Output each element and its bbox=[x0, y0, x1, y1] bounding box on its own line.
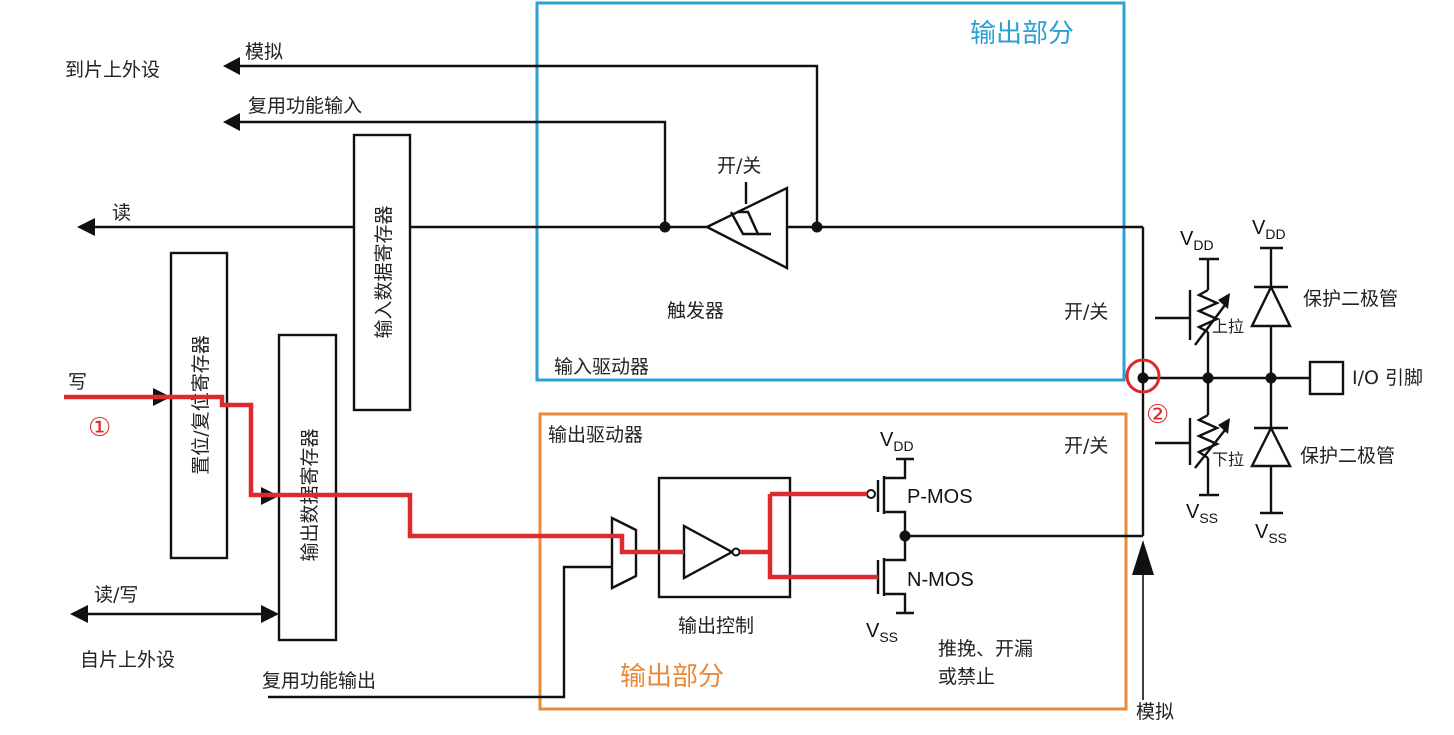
analog-bottom-label: 模拟 bbox=[1136, 701, 1174, 723]
pmos-drain-wire bbox=[884, 459, 907, 480]
arrow-icon bbox=[1218, 418, 1230, 434]
set-reset-register bbox=[169, 251, 229, 560]
diode-vss-label: VSS bbox=[1255, 521, 1287, 546]
read-write-label: 读/写 bbox=[94, 584, 138, 606]
hysteresis-icon-lower bbox=[729, 211, 758, 236]
mode-label-line2: 或禁止 bbox=[938, 666, 995, 688]
arrow-left-icon bbox=[70, 605, 88, 623]
input-driver-label: 输入驱动器 bbox=[554, 356, 649, 378]
nmos-label: N-MOS bbox=[907, 569, 974, 591]
pullup-resistor-icon bbox=[1196, 288, 1220, 334]
nmos-drain-wire bbox=[884, 536, 907, 562]
junction-dot bbox=[1265, 372, 1277, 384]
step2-marker: ② bbox=[1146, 400, 1169, 430]
protection-diode-bottom-label: 保护二极管 bbox=[1300, 445, 1395, 467]
alt-func-input-label: 复用功能输入 bbox=[248, 95, 362, 117]
mode-label-line1: 推挽、开漏 bbox=[938, 638, 1033, 660]
trigger-switch-label: 开/关 bbox=[717, 155, 761, 177]
output-switch-label: 开/关 bbox=[1064, 435, 1108, 457]
alt-func-output-label: 复用功能输出 bbox=[262, 670, 376, 692]
inverter-bubble-icon bbox=[731, 547, 741, 557]
io-pin-label: I/O 引脚 bbox=[1352, 367, 1423, 389]
pulldown-control-wire bbox=[1155, 418, 1192, 465]
analog-input-wire bbox=[240, 64, 819, 227]
nmos-gate-highlight bbox=[767, 494, 878, 580]
hysteresis-icon bbox=[737, 210, 771, 236]
pulldown-resistor-icon bbox=[1196, 413, 1220, 459]
pullup-adjust-arrow bbox=[1194, 304, 1226, 346]
output-data-register bbox=[277, 333, 338, 642]
protection-diode-bottom-icon bbox=[1250, 425, 1292, 468]
arrow-left-icon bbox=[77, 218, 95, 236]
step1-marker: ① bbox=[88, 413, 111, 443]
read-label: 读 bbox=[112, 202, 131, 224]
vss-label: VSS bbox=[866, 620, 898, 645]
protection-diode-top-label: 保护二极管 bbox=[1303, 288, 1398, 310]
write-path-highlight bbox=[64, 394, 684, 555]
input-data-register-label: 输入数据寄存器 bbox=[373, 205, 395, 338]
arrow-left-icon bbox=[223, 57, 240, 75]
io-pin-icon bbox=[1308, 360, 1345, 396]
analog-label: 模拟 bbox=[245, 41, 283, 63]
output-section-box bbox=[538, 412, 1128, 711]
diode-vdd-label: VDD bbox=[1252, 217, 1286, 242]
pmos-label: P-MOS bbox=[907, 486, 973, 508]
input-data-register bbox=[352, 133, 412, 412]
input-switch-label: 开/关 bbox=[1064, 301, 1108, 323]
output-driver-label: 输出驱动器 bbox=[548, 424, 643, 446]
pullup-vdd-label: VDD bbox=[1180, 228, 1214, 253]
pmos-source-wire bbox=[884, 510, 907, 536]
vdd-label: VDD bbox=[880, 429, 914, 454]
to-peripheral-label: 到片上外设 bbox=[65, 59, 160, 81]
pulldown-adjust-arrow bbox=[1194, 429, 1226, 469]
from-peripheral-label: 自片上外设 bbox=[80, 649, 175, 671]
schmitt-trigger-icon bbox=[704, 186, 789, 270]
alt-func-input-wire bbox=[240, 120, 667, 227]
nmos-source-wire bbox=[884, 592, 907, 613]
input-section-title: 输出部分 bbox=[970, 19, 1074, 49]
pulldown-vss-label: VSS bbox=[1186, 501, 1218, 526]
output-section-title: 输出部分 bbox=[620, 662, 724, 692]
pullup-label: 上拉 bbox=[1212, 317, 1244, 336]
arrow-icon bbox=[1218, 293, 1230, 309]
arrow-up-icon bbox=[1132, 540, 1154, 575]
pullup-control-wire bbox=[1155, 290, 1192, 340]
junction-dot bbox=[1202, 372, 1214, 384]
protection-diode-top-icon bbox=[1250, 284, 1292, 328]
pulldown-label: 下拉 bbox=[1212, 450, 1244, 469]
input-section-box bbox=[535, 1, 1126, 382]
write-label: 写 bbox=[68, 371, 87, 393]
alt-func-output-wire bbox=[268, 565, 612, 699]
junction-dot bbox=[811, 221, 823, 233]
arrow-right-icon bbox=[261, 605, 279, 623]
output-control-label: 输出控制 bbox=[678, 615, 754, 637]
junction-dot bbox=[659, 221, 671, 233]
junction-dot bbox=[1137, 372, 1149, 384]
set-reset-register-label: 置位/复位寄存器 bbox=[190, 335, 212, 474]
pmos-gate-bubble-icon bbox=[866, 489, 876, 499]
trigger-label: 触发器 bbox=[667, 300, 724, 322]
step2-highlight-circle bbox=[1125, 358, 1161, 394]
arrow-left-icon bbox=[223, 113, 240, 131]
